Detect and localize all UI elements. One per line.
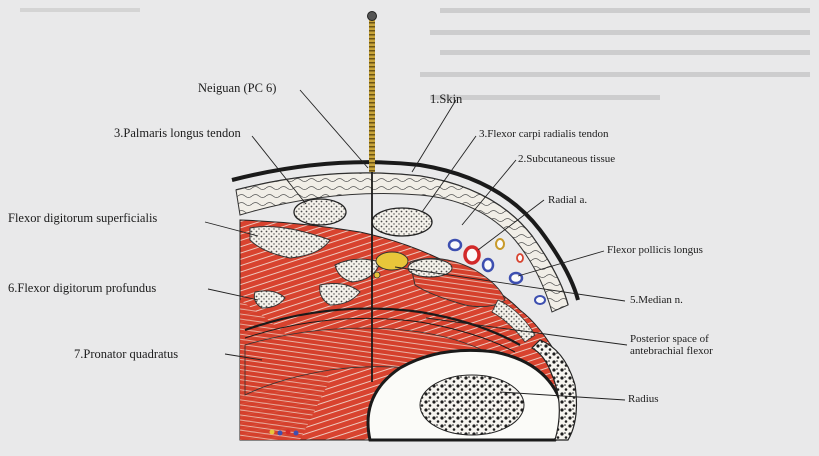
forearm-cross-section: [232, 162, 578, 440]
label-palmaris-longus: 3.Palmaris longus tendon: [114, 127, 241, 140]
label-neiguan: Neiguan (PC 6): [198, 82, 276, 95]
label-posterior-line1: Posterior space of: [630, 333, 760, 345]
label-radial-artery: Radial a.: [548, 195, 587, 206]
label-median-nerve: 5.Median n.: [630, 295, 683, 306]
palmaris-longus-tendon: [294, 199, 346, 225]
label-fpl: Flexor pollicis longus: [607, 245, 703, 256]
vein: [483, 259, 493, 271]
label-posterior-space: Posterior space of antebrachial flexor: [630, 333, 760, 357]
radius-cancellous: [420, 375, 524, 435]
label-pronator-quadratus: 7.Pronator quadratus: [74, 348, 178, 361]
background-text-smudge: [20, 8, 810, 100]
label-fdp: 6.Flexor digitorum profundus: [8, 282, 156, 295]
flexor-carpi-radialis-tendon: [372, 208, 432, 236]
label-flexor-carpi-radialis: 3.Flexor carpi radialis tendon: [479, 129, 609, 140]
label-radius: Radius: [628, 394, 659, 405]
label-subcutaneous: 2.Subcutaneous tissue: [518, 154, 615, 165]
median-nerve: [376, 252, 408, 270]
vein: [449, 240, 461, 250]
label-skin: 1.Skin: [430, 93, 462, 106]
label-fds: Flexor digitorum superficialis: [8, 212, 157, 225]
label-posterior-line2: antebrachial flexor: [630, 345, 760, 357]
vein: [535, 296, 545, 304]
vein: [510, 273, 522, 283]
radial-artery: [465, 247, 479, 263]
